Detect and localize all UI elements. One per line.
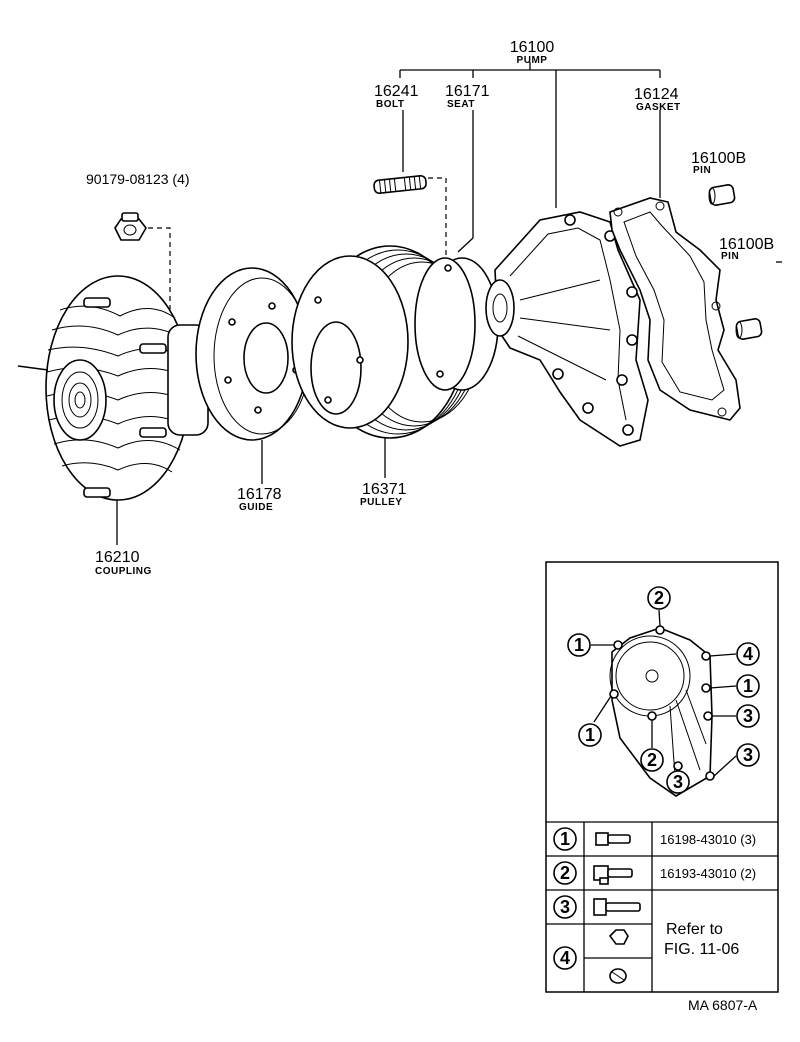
callout-bottom-3: 3 bbox=[666, 770, 690, 794]
callout-right-4: 4 bbox=[709, 642, 760, 666]
legend-row-2: 2 16193-43010 (2) bbox=[553, 861, 756, 885]
long-bolt-icon bbox=[593, 898, 641, 916]
legend-key-3: 3 bbox=[560, 897, 570, 917]
svg-text:1: 1 bbox=[574, 635, 584, 655]
svg-text:3: 3 bbox=[673, 772, 683, 792]
pin2-name: PIN bbox=[721, 251, 739, 262]
bolt-number: 16241 bbox=[374, 83, 419, 100]
legend-part-1: 16198-43010 (3) bbox=[660, 832, 756, 847]
svg-text:3: 3 bbox=[743, 745, 753, 765]
svg-text:4: 4 bbox=[743, 644, 753, 664]
nut-drawing bbox=[114, 212, 147, 241]
svg-text:2: 2 bbox=[654, 588, 664, 608]
guide-name: GUIDE bbox=[239, 502, 273, 513]
callout-right-3a: 3 bbox=[712, 704, 760, 728]
pin1-name: PIN bbox=[693, 165, 711, 176]
legend-key-2: 2 bbox=[560, 863, 570, 883]
gasket-number: 16124 bbox=[634, 86, 679, 103]
legend-row-1: 1 16198-43010 (3) bbox=[553, 827, 756, 851]
legend-key-4: 4 bbox=[560, 948, 570, 968]
legend-row-4: 4 bbox=[553, 929, 629, 984]
pump-number: 16100 bbox=[510, 39, 555, 56]
flange-bolt-icon bbox=[593, 865, 633, 885]
legend-row-3: 3 bbox=[553, 895, 641, 919]
legend-refer-line2: FIG. 11-06 bbox=[664, 941, 739, 958]
pulley-name: PULLEY bbox=[360, 497, 402, 508]
coupling-name: COUPLING bbox=[95, 566, 152, 577]
part-labels: 16100 PUMP 16241 BOLT 16171 SEAT 16124 G… bbox=[86, 39, 774, 577]
inset-pump-face bbox=[609, 625, 715, 797]
callout-left-1b: 1 bbox=[578, 695, 612, 747]
seat-number: 16171 bbox=[445, 83, 490, 100]
inset-frame bbox=[545, 561, 779, 993]
legend-key-1: 1 bbox=[560, 829, 570, 849]
seat-name: SEAT bbox=[447, 99, 475, 110]
pump-name: PUMP bbox=[517, 55, 548, 66]
leader-lines bbox=[116, 62, 782, 545]
pin1-drawing bbox=[708, 184, 736, 206]
pin1-number: 16100B bbox=[691, 150, 746, 167]
svg-text:3: 3 bbox=[743, 706, 753, 726]
bolt-drawing bbox=[373, 175, 427, 194]
pulley-number: 16371 bbox=[362, 481, 407, 498]
callout-right-3b: 3 bbox=[713, 743, 760, 777]
inset-callouts: 2 1 4 1 3 1 2 bbox=[567, 586, 760, 794]
svg-text:2: 2 bbox=[647, 750, 657, 770]
legend-refer-line1: Refer to bbox=[666, 921, 723, 938]
pin2-number: 16100B bbox=[719, 236, 774, 253]
pump-drawing bbox=[485, 211, 649, 447]
callout-right-1: 1 bbox=[709, 674, 760, 698]
figure-code: MA 6807-A bbox=[688, 997, 758, 1013]
nut-icon bbox=[608, 929, 629, 945]
coupling-drawing bbox=[17, 275, 209, 501]
coupling-number: 16210 bbox=[95, 549, 140, 566]
svg-text:1: 1 bbox=[585, 725, 595, 745]
nut-number: 90179-08123 (4) bbox=[86, 171, 190, 187]
seat-drawing bbox=[414, 257, 499, 391]
gasket-name: GASKET bbox=[636, 102, 681, 113]
legend-part-2: 16193-43010 (2) bbox=[660, 866, 756, 881]
legend-table: 1 16198-43010 (3) 2 16193-43010 (2) 3 bbox=[546, 821, 778, 992]
guide-drawing bbox=[195, 267, 311, 441]
callout-top-2: 2 bbox=[647, 586, 671, 627]
washer-nut-icon bbox=[609, 968, 627, 984]
flange-bolt-icon bbox=[595, 832, 631, 846]
gasket-drawing bbox=[609, 197, 741, 421]
svg-text:1: 1 bbox=[743, 676, 753, 696]
guide-number: 16178 bbox=[237, 486, 282, 503]
bolt-name: BOLT bbox=[376, 99, 404, 110]
pin2-drawing bbox=[735, 318, 763, 340]
callout-left-1: 1 bbox=[567, 633, 614, 657]
callout-bottom-2: 2 bbox=[640, 720, 664, 772]
